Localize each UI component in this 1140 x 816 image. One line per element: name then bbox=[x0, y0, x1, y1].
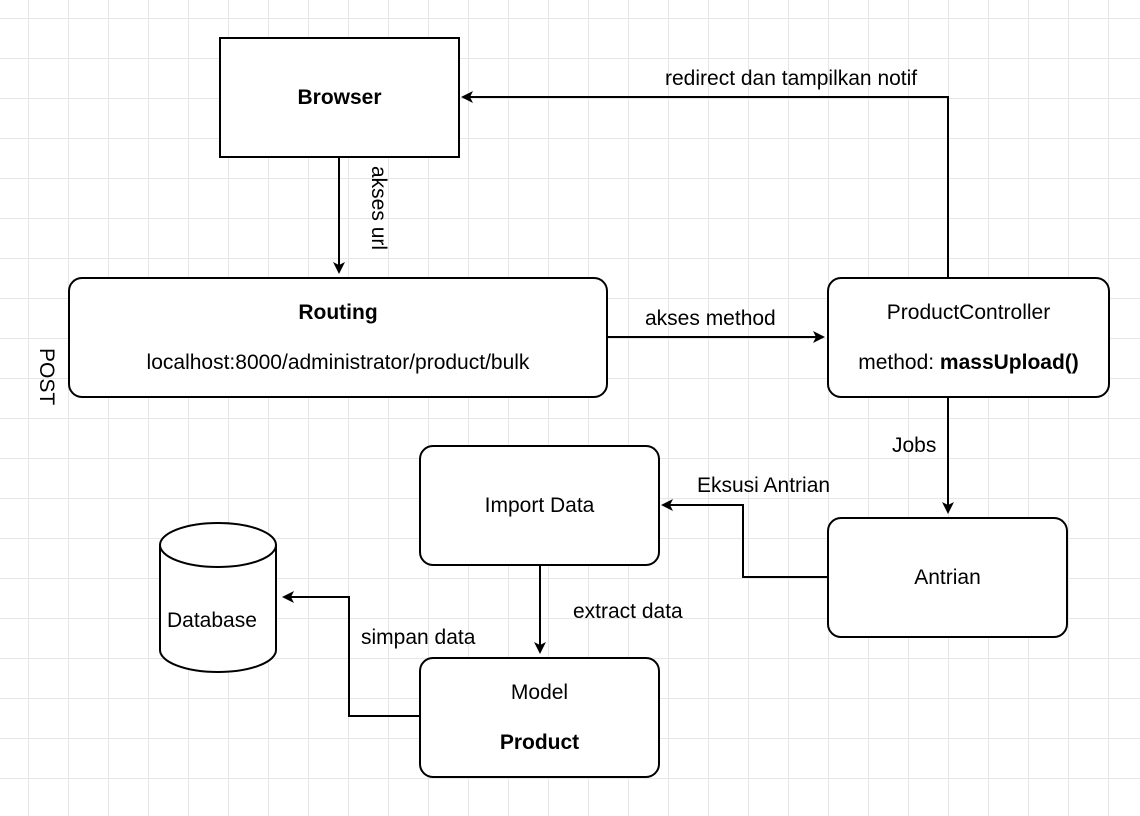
antrian-node: Antrian bbox=[827, 517, 1068, 638]
browser-label: Browser bbox=[297, 85, 382, 109]
simpan-data-label: simpan data bbox=[361, 626, 476, 649]
import-data-label: Import Data bbox=[484, 493, 595, 517]
controller-method-prefix: method: bbox=[858, 350, 940, 374]
database-cylinder bbox=[159, 522, 277, 673]
model-node: Model Product bbox=[419, 657, 660, 778]
controller-method-name: massUpload() bbox=[939, 350, 1079, 374]
akses-method-label: akses method bbox=[645, 307, 776, 330]
controller-method: method: massUpload() bbox=[858, 351, 1079, 375]
model-title: Model bbox=[510, 680, 569, 704]
browser-node: Browser bbox=[219, 37, 460, 158]
import-data-node: Import Data bbox=[419, 445, 660, 566]
akses-url-label: akses url bbox=[367, 166, 390, 251]
edge-model-database bbox=[282, 591, 419, 717]
post-label: POST bbox=[35, 348, 58, 406]
edge-controller-browser bbox=[461, 91, 949, 277]
redirect-label: redirect dan tampilkan notif bbox=[665, 67, 918, 90]
routing-node: Routing localhost:8000/administrator/pro… bbox=[68, 277, 608, 398]
controller-title: ProductController bbox=[886, 300, 1051, 324]
eksusi-antrian-label: Eksusi Antrian bbox=[697, 474, 831, 497]
routing-title: Routing bbox=[298, 300, 378, 324]
database-label: Database bbox=[167, 609, 257, 632]
model-name: Product bbox=[499, 730, 580, 754]
routing-url: localhost:8000/administrator/product/bul… bbox=[146, 350, 530, 374]
edge-antrian-import bbox=[661, 499, 827, 578]
jobs-label: Jobs bbox=[892, 434, 937, 457]
extract-data-label: extract data bbox=[573, 600, 683, 623]
antrian-label: Antrian bbox=[914, 565, 981, 589]
product-controller-node: ProductController method: massUpload() bbox=[827, 277, 1110, 398]
